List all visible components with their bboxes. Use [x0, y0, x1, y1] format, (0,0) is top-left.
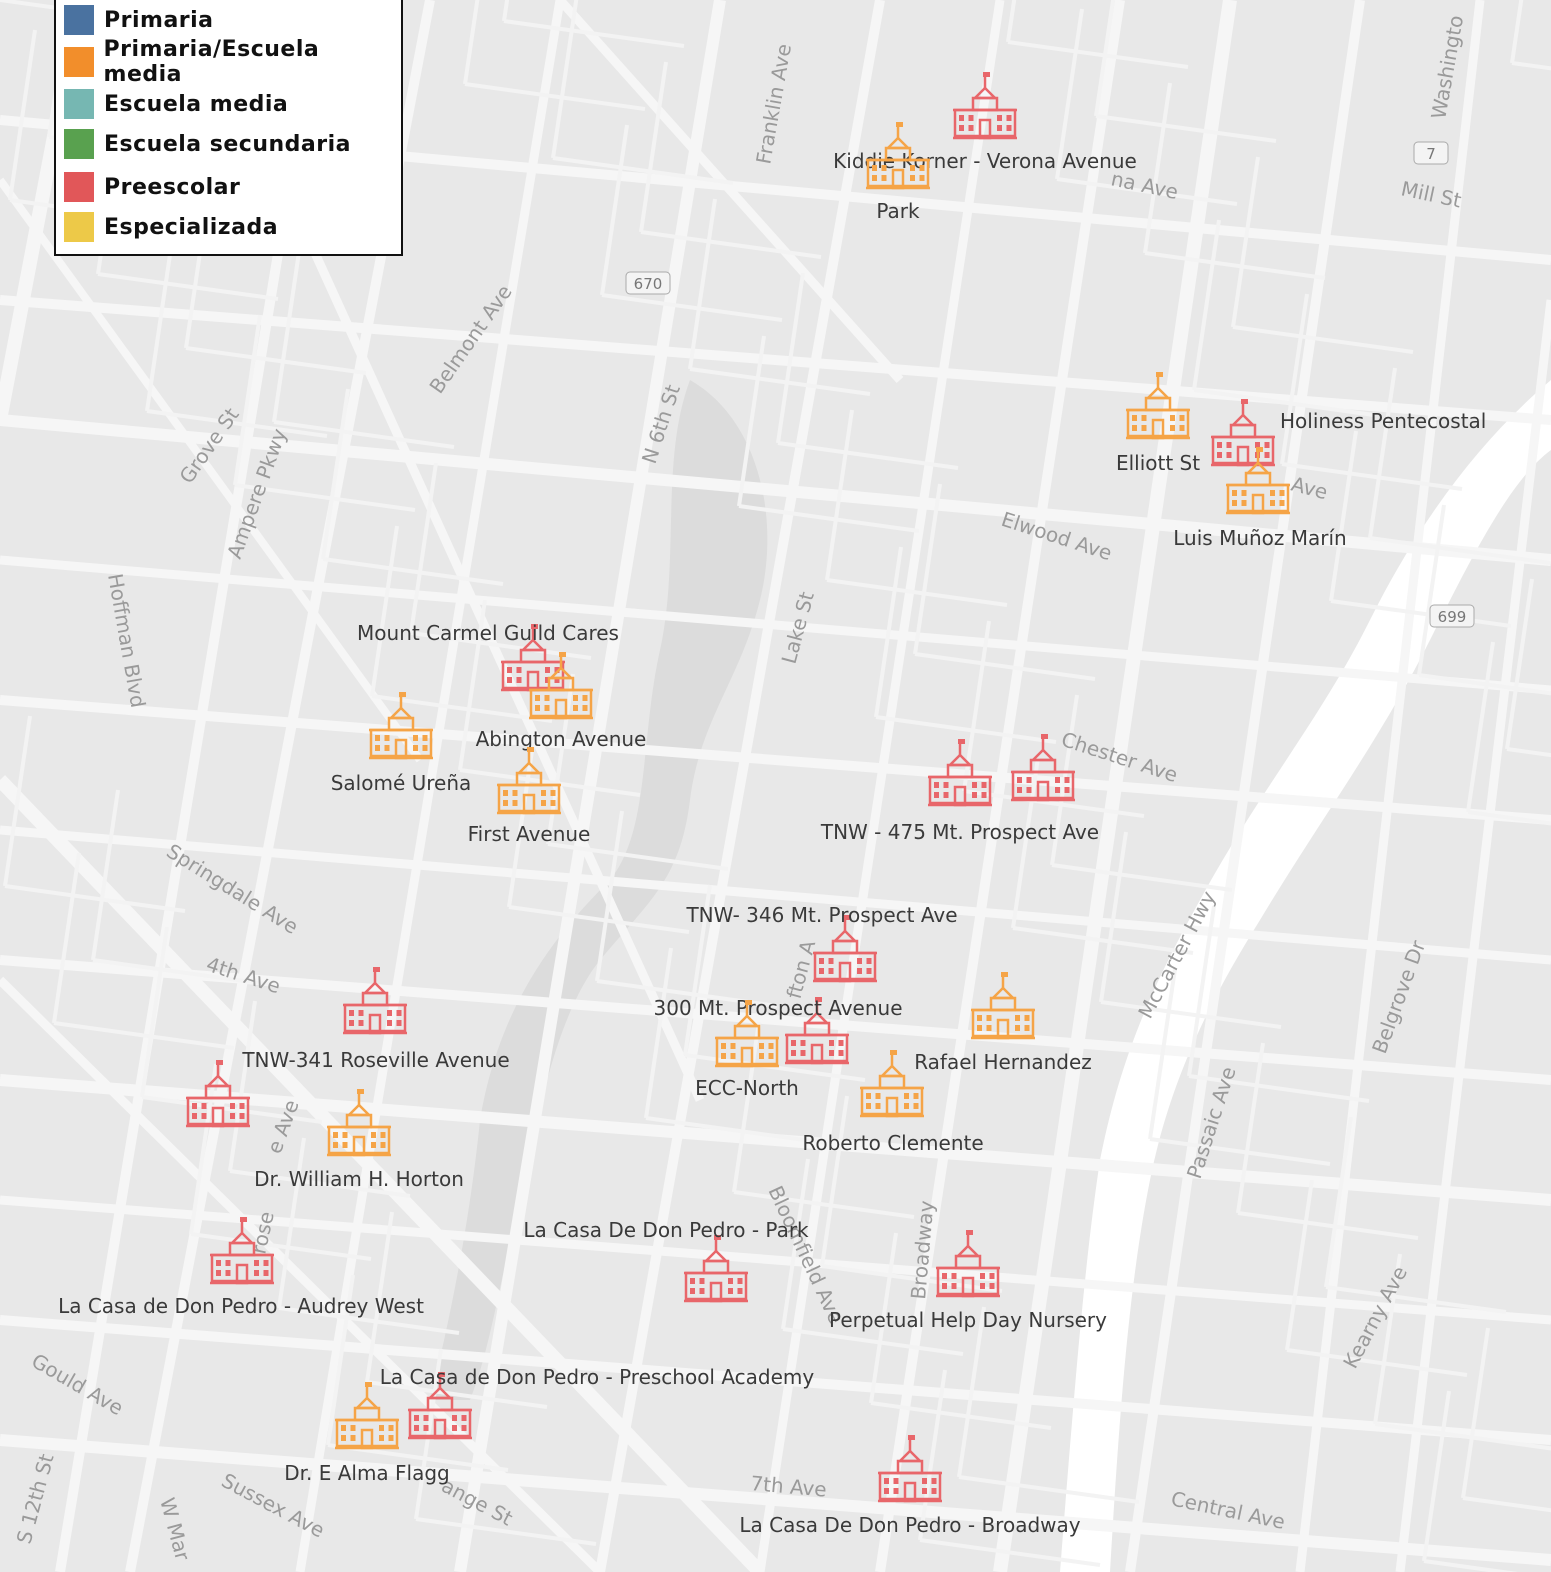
legend-swatch	[64, 5, 94, 35]
river	[1060, 380, 1551, 1572]
school-label: Elliott St	[1116, 451, 1200, 475]
legend-label: Primaria	[104, 7, 214, 33]
school-marker[interactable]: TNW- 346 Mt. Prospect Ave	[685, 903, 958, 983]
school-marker[interactable]: Salomé Ureña	[331, 692, 472, 795]
legend-item-preescolar[interactable]: Preescolar	[64, 170, 240, 204]
legend-swatch	[64, 47, 94, 77]
school-label: TNW- 346 Mt. Prospect Ave	[685, 903, 957, 927]
school-label: TNW - 475 Mt. Prospect Ave	[820, 820, 1099, 844]
school-marker[interactable]: 300 Mt. Prospect Avenue	[654, 996, 903, 1065]
legend-swatch	[64, 212, 94, 242]
school-label: Dr. William H. Horton	[254, 1167, 464, 1191]
school-label: Rafael Hernandez	[914, 1050, 1092, 1074]
school-label: La Casa de Don Pedro - Preschool Academy	[380, 1365, 815, 1389]
school-label: Roberto Clemente	[802, 1131, 983, 1155]
legend-item-primaria-escuela-media[interactable]: Primaria/Escuela media	[64, 37, 401, 87]
school-label: La Casa De Don Pedro - Park	[523, 1218, 809, 1242]
school-marker[interactable]: Roberto Clemente	[802, 1050, 984, 1155]
school-label: ECC-North	[695, 1076, 799, 1100]
legend-item-escuela-secundaria[interactable]: Escuela secundaria	[64, 127, 351, 161]
school-marker[interactable]: Elliott St	[1116, 372, 1200, 475]
school-marker[interactable]: Perpetual Help Day Nursery	[829, 1230, 1107, 1332]
school-label: Park	[876, 199, 920, 223]
legend-item-especializada[interactable]: Especializada	[64, 210, 278, 244]
school-marker[interactable]: Luis Muñoz Marín	[1173, 447, 1347, 550]
school-marker[interactable]: Dr. William H. Horton	[254, 1089, 464, 1191]
legend-item-primaria[interactable]: Primaria	[64, 3, 214, 37]
school-marker[interactable]: La Casa De Don Pedro - Broadway	[739, 1435, 1081, 1537]
school-marker[interactable]: ECC-North	[695, 1000, 799, 1100]
school-markers: Kiddie Korner - Verona AvenueParkElliott…	[58, 72, 1486, 1537]
svg-text:699: 699	[1438, 608, 1467, 626]
school-label: Mount Carmel Guild Cares	[357, 621, 619, 645]
school-label: TNW-341 Roseville Avenue	[241, 1048, 509, 1072]
route-shield: 7	[1413, 141, 1449, 165]
school-marker[interactable]	[186, 1060, 250, 1128]
school-marker[interactable]: TNW - 475 Mt. Prospect Ave	[820, 739, 1099, 844]
svg-text:7: 7	[1426, 145, 1436, 163]
school-marker[interactable]: Holiness Pentecostal	[1211, 399, 1486, 467]
legend-label: Escuela secundaria	[104, 131, 352, 157]
school-label: Salomé Ureña	[331, 771, 472, 795]
svg-text:670: 670	[634, 275, 663, 293]
school-label: La Casa De Don Pedro - Broadway	[739, 1513, 1080, 1537]
school-marker[interactable]: Park	[866, 122, 930, 223]
route-shield: 670	[625, 271, 671, 295]
school-label: Perpetual Help Day Nursery	[829, 1308, 1107, 1332]
legend-label: Escuela media	[104, 91, 289, 117]
school-marker[interactable]: La Casa De Don Pedro - Park	[523, 1218, 809, 1303]
school-marker[interactable]: Abington Avenue	[476, 652, 647, 751]
school-label: First Avenue	[468, 822, 591, 846]
school-label: 300 Mt. Prospect Avenue	[654, 996, 903, 1020]
school-marker[interactable]: Rafael Hernandez	[914, 972, 1092, 1074]
school-marker[interactable]: La Casa de Don Pedro - Audrey West	[58, 1217, 424, 1318]
school-label: Abington Avenue	[476, 727, 647, 751]
legend-swatch	[64, 172, 94, 202]
school-label: Holiness Pentecostal	[1280, 409, 1486, 433]
school-marker[interactable]: First Avenue	[468, 747, 591, 846]
legend-label: Especializada	[104, 214, 279, 240]
legend-swatch	[64, 89, 94, 119]
legend: Primaria Primaria/Escuela media Escuela …	[54, 0, 403, 256]
legend-item-escuela-media[interactable]: Escuela media	[64, 87, 288, 121]
legend-label: Primaria/Escuela media	[103, 37, 320, 87]
school-label: Dr. E Alma Flagg	[284, 1461, 450, 1485]
route-shields: 670 7 699	[625, 141, 1475, 628]
park-area	[430, 380, 768, 1400]
legend-label: Preescolar	[104, 174, 241, 200]
school-marker[interactable]	[1011, 734, 1075, 802]
school-marker[interactable]: TNW-341 Roseville Avenue	[241, 967, 510, 1072]
school-label: La Casa de Don Pedro - Audrey West	[58, 1294, 424, 1318]
school-marker[interactable]: Dr. E Alma Flagg	[284, 1382, 450, 1485]
legend-swatch	[64, 129, 94, 159]
school-label: Luis Muñoz Marín	[1173, 526, 1346, 550]
school-marker[interactable]: La Casa de Don Pedro - Preschool Academy	[380, 1365, 815, 1440]
route-shield: 699	[1429, 604, 1475, 628]
